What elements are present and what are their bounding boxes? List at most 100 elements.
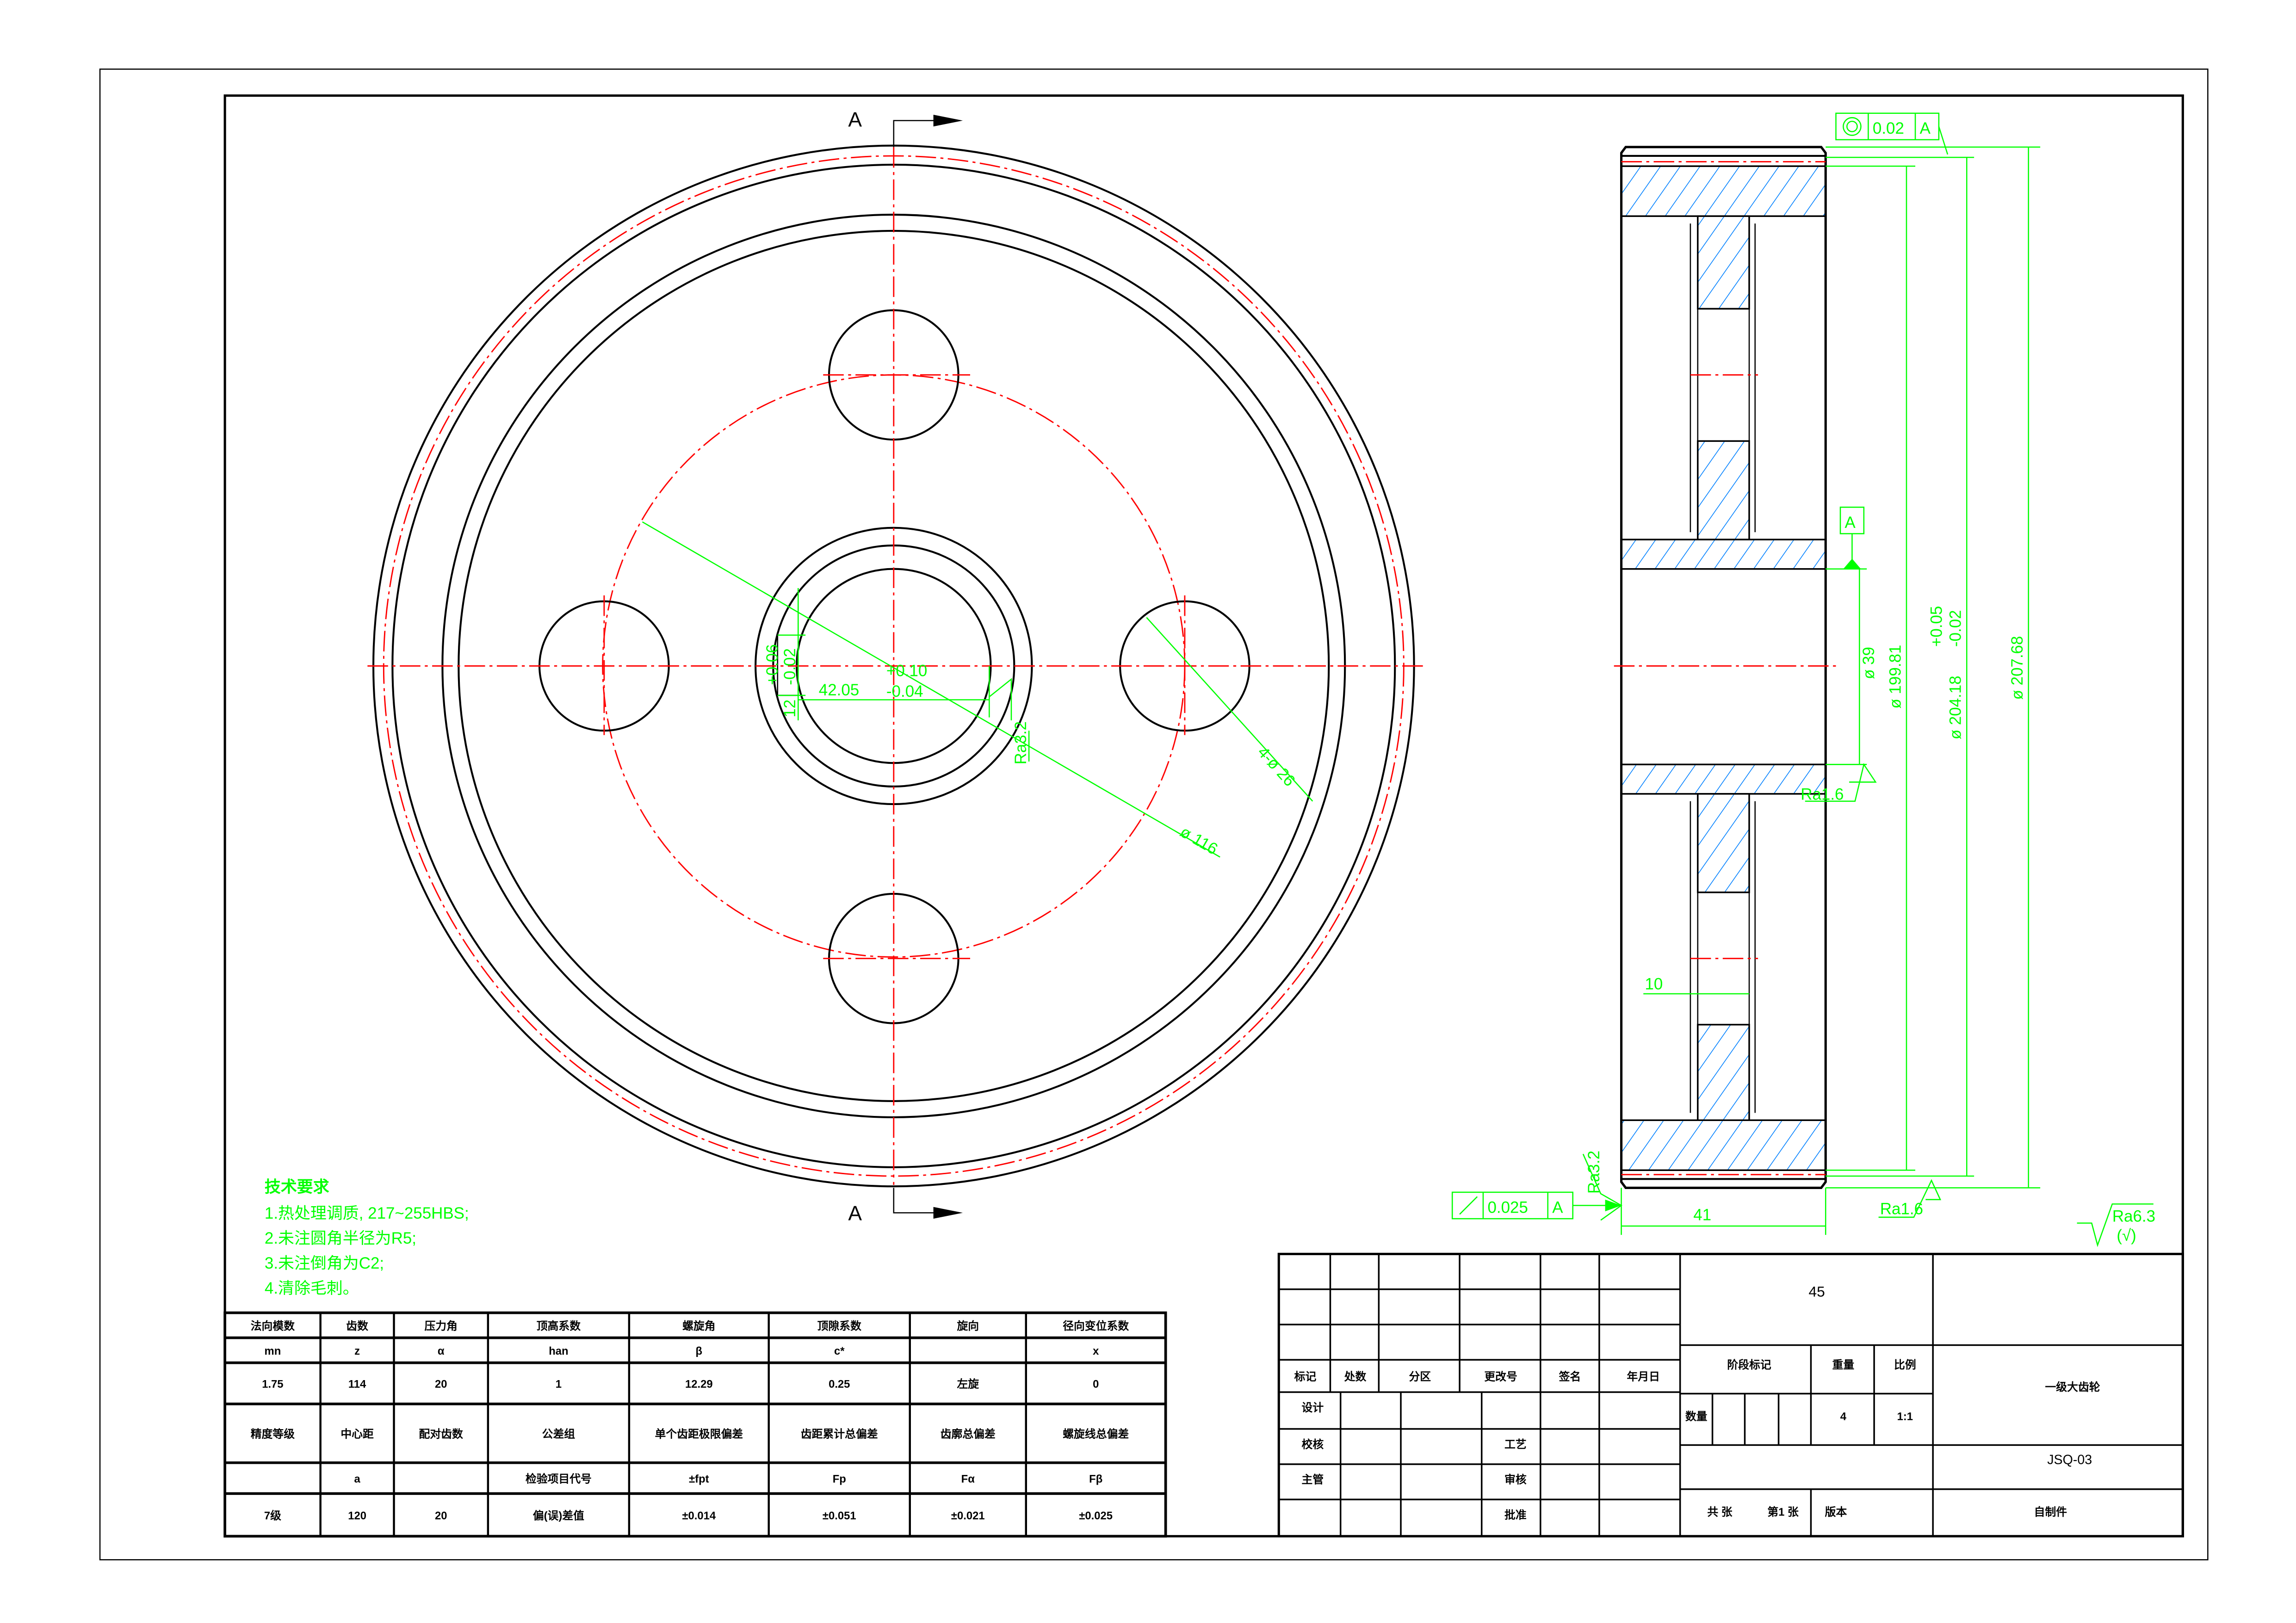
rev-header-signature: 签名 <box>1559 1370 1581 1383</box>
dia-tip: ø 207.68 <box>2008 636 2026 700</box>
role-approve: 批准 <box>1504 1509 1527 1521</box>
rev-header-zone: 分区 <box>1409 1371 1431 1383</box>
dia-bore: ø 39 <box>1860 647 1878 679</box>
roughness-face: Ra3.2 <box>1585 1151 1603 1194</box>
weight-label: 重量 <box>1832 1359 1855 1371</box>
table-cell: 齿距累计总偏差 <box>801 1428 878 1441</box>
table-cell: c* <box>834 1345 845 1357</box>
tech-requirement-item: 1.热处理调质, 217~255HBS; <box>265 1204 469 1222</box>
section-label-top: A <box>848 108 862 131</box>
tech-requirement-item: 2.未注圆角半径为R5; <box>265 1229 416 1247</box>
stage-mark-label: 阶段标记 <box>1727 1358 1771 1371</box>
role-supervisor: 主管 <box>1302 1473 1324 1486</box>
dia-pitch-tol-lower: -0.02 <box>1947 610 1965 647</box>
sheet-number: 第1 张 <box>1767 1505 1799 1518</box>
arrow-icon <box>933 114 963 127</box>
concentricity-frame: 0.02 A <box>1835 112 1949 155</box>
tech-requirements: 技术要求 1.热处理调质, 217~255HBS; 2.未注圆角半径为R5; 3… <box>265 1178 469 1297</box>
web-dim: 10 <box>1645 975 1663 993</box>
keyway-height-tol-upper: +0.06 <box>763 644 781 685</box>
concentricity-icon <box>1843 117 1862 136</box>
keyway-width-tol-upper: +0.10 <box>886 662 927 680</box>
rev-header-count: 处数 <box>1344 1371 1367 1383</box>
tech-requirements-title: 技术要求 <box>265 1178 329 1196</box>
table-cell: x <box>1093 1345 1099 1357</box>
table-cell: ±fpt <box>689 1473 709 1485</box>
width-dim: 41 <box>1693 1206 1711 1224</box>
table-cell: 左旋 <box>957 1378 979 1391</box>
table-cell: 20 <box>435 1510 447 1522</box>
table-cell: 顶高系数 <box>537 1319 581 1332</box>
arrow-icon <box>933 1207 963 1219</box>
table-cell: 0 <box>1093 1378 1099 1391</box>
quantity-value: 4 <box>1840 1410 1847 1423</box>
keyway-width-tol-lower: -0.04 <box>886 682 923 700</box>
part-type: 自制件 <box>2034 1505 2067 1518</box>
table-cell: 螺旋角 <box>682 1319 715 1332</box>
table-cell: mn <box>265 1345 281 1357</box>
inner-frame <box>223 94 2184 1537</box>
table-cell: 螺旋线总偏差 <box>1063 1428 1129 1441</box>
roughness-general-note: (√) <box>2117 1227 2136 1245</box>
role-design: 设计 <box>1302 1401 1324 1414</box>
table-cell: 配对齿数 <box>419 1428 463 1441</box>
table-cell: 1 <box>556 1378 562 1391</box>
section-label-bottom: A <box>848 1202 862 1225</box>
runout-tolerance: 0.025 <box>1487 1198 1528 1216</box>
runout-icon <box>1459 1196 1478 1215</box>
table-cell: 1.75 <box>262 1378 283 1391</box>
table-cell: a <box>354 1473 360 1485</box>
role-check: 校核 <box>1302 1438 1324 1451</box>
table-cell: 20 <box>435 1378 447 1391</box>
title-block: 标记 处数 分区 更改号 签名 年月日 设计 校核 主管 工艺 审核 批准 45… <box>1277 1252 2184 1537</box>
table-cell: 7级 <box>264 1509 281 1522</box>
tech-requirement-item: 4.清除毛刺。 <box>265 1279 359 1297</box>
rev-header-change-no: 更改号 <box>1484 1371 1517 1383</box>
roughness-tip: Ra1.6 <box>1880 1200 1923 1218</box>
scale-value: 1:1 <box>1897 1410 1913 1423</box>
rev-header-mark: 标记 <box>1294 1371 1317 1383</box>
table-cell: α <box>438 1345 445 1357</box>
role-review: 审核 <box>1504 1473 1527 1486</box>
datum-label: A <box>1845 514 1856 532</box>
quantity-label: 数量 <box>1685 1410 1708 1423</box>
keyway-height-tol-lower: -0.02 <box>781 648 799 685</box>
version-label: 版本 <box>1825 1506 1847 1518</box>
scale-label: 比例 <box>1894 1359 1916 1371</box>
table-cell: 114 <box>348 1378 366 1391</box>
section-view: ø 39 ø 199.81 ø 204.18 +0.05 -0.02 ø 207… <box>1451 112 2155 1247</box>
keyway-height: 12 <box>781 700 799 718</box>
role-process: 工艺 <box>1504 1438 1527 1451</box>
dia-root: ø 199.81 <box>1886 645 1904 709</box>
roughness-general: Ra6.3 <box>2112 1207 2155 1225</box>
table-cell: Fβ <box>1089 1473 1102 1485</box>
dia-pitch-tol-upper: +0.05 <box>1927 606 1945 647</box>
outer-border <box>99 68 2209 1561</box>
dia-pitch: ø 204.18 <box>1947 675 1965 739</box>
table-cell: 12.29 <box>685 1378 713 1391</box>
drawing-number: JSQ-03 <box>2047 1453 2092 1468</box>
material: 45 <box>1809 1283 1825 1300</box>
gear-outline <box>1620 146 1827 1189</box>
bore-roughness: Ra3.2 <box>1012 721 1030 764</box>
keyway-width: 42.05 <box>819 681 859 699</box>
table-cell: 单个齿距极限偏差 <box>655 1428 743 1441</box>
part-name: 一级大齿轮 <box>2045 1381 2100 1394</box>
table-cell: 精度等级 <box>251 1428 295 1441</box>
concentricity-datum: A <box>1920 119 1931 137</box>
table-cell: 径向变位系数 <box>1063 1319 1129 1332</box>
table-cell: 齿廓总偏差 <box>941 1428 996 1441</box>
table-cell: 法向模数 <box>251 1319 295 1332</box>
table-cell: 公差组 <box>542 1428 576 1441</box>
table-cell: 顶隙系数 <box>817 1320 861 1332</box>
table-cell: 齿数 <box>346 1320 368 1332</box>
table-cell: z <box>354 1345 360 1357</box>
runout-datum: A <box>1552 1198 1563 1216</box>
table-cell: 压力角 <box>424 1319 457 1332</box>
runout-frame: 0.025 A <box>1451 1191 1621 1220</box>
table-cell: Fp <box>833 1473 846 1485</box>
roughness-general-symbol <box>2077 1203 2154 1247</box>
table-cell: 偏(误)差值 <box>533 1509 584 1522</box>
